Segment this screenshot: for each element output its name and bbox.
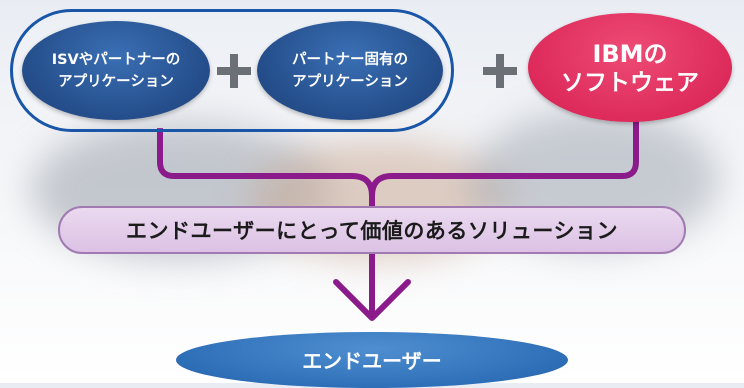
end-user-label: エンドユーザー	[302, 349, 442, 373]
partner-apps-line-1: パートナー固有の	[292, 51, 408, 68]
connector-right	[369, 118, 639, 197]
isv-apps-line-2: アプリケーション	[58, 73, 174, 90]
plus-icon	[483, 54, 517, 88]
ibm-software-line-1: IBMの	[592, 39, 668, 68]
end-user-node: エンドユーザー	[176, 332, 568, 388]
ibm-software-line-2: ソフトウェア	[561, 69, 699, 96]
plus-icon	[217, 54, 251, 88]
partner-apps-line-2: アプリケーション	[292, 73, 408, 90]
partner-specific-apps-node: パートナー固有の アプリケーション	[257, 21, 443, 120]
isv-apps-line-1: ISVやパートナーの	[51, 51, 181, 68]
solution-banner: エンドユーザーにとって価値のあるソリューション	[58, 206, 686, 254]
ibm-software-node: IBMの ソフトウェア	[528, 13, 732, 122]
isv-partner-apps-node: ISVやパートナーの アプリケーション	[22, 21, 210, 120]
connector-left	[157, 128, 375, 206]
arrow-head-down	[333, 279, 411, 321]
solution-banner-text: エンドユーザーにとって価値のあるソリューション	[126, 219, 618, 243]
